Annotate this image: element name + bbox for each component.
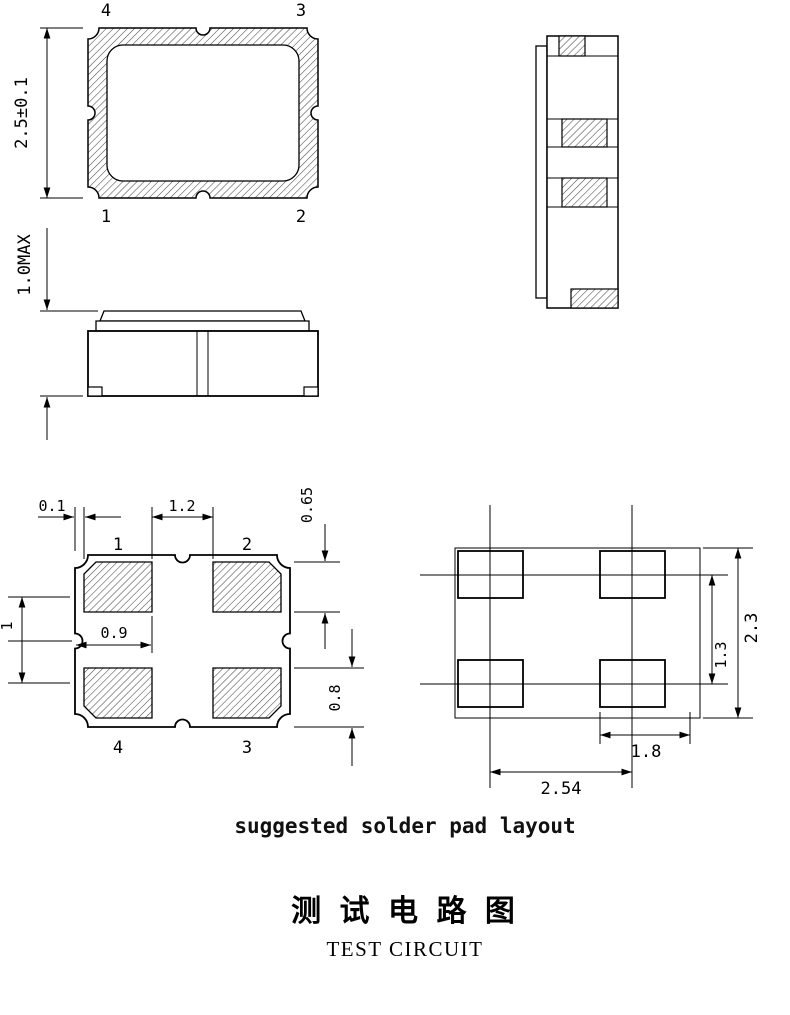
dimension-layout-col-pitch: 2.54 xyxy=(490,768,632,799)
layout-footprint-outline xyxy=(454,547,701,719)
bottom-view-pad-1 xyxy=(83,561,153,613)
dimension-bottom-pad: 0.8 xyxy=(294,629,364,766)
bottom-view-pad-label-br: 3 xyxy=(242,738,252,758)
side-view: 1.0MAX xyxy=(15,228,319,440)
bottom-view-pad-4 xyxy=(83,667,153,719)
dim-layout-row-pitch: 1.3 xyxy=(712,641,730,668)
dim-pad-gap: 1.2 xyxy=(168,497,195,515)
top-view-pad-label-tr: 3 xyxy=(296,1,306,21)
top-view-lid xyxy=(106,44,300,182)
bottom-view-pad-label-bl: 4 xyxy=(113,738,123,758)
end-view xyxy=(535,35,619,309)
bottom-view-pad-2 xyxy=(212,561,282,613)
dimension-pad-gap: 1.2 xyxy=(151,497,214,559)
dimension-pad-width: 0.9 xyxy=(76,616,153,653)
dim-package-height: 2.5±0.1 xyxy=(12,77,32,149)
end-view-bottom-castellation xyxy=(570,288,619,309)
dim-max-height: 1.0MAX xyxy=(15,234,35,296)
side-view-body xyxy=(87,330,319,397)
end-view-lid-strip xyxy=(535,45,548,299)
dim-pad-width: 0.9 xyxy=(100,624,127,642)
dim-layout-pad-width: 1.8 xyxy=(631,742,662,762)
dimension-center-offset: 1 xyxy=(0,596,72,684)
end-view-top-castellation xyxy=(558,35,586,57)
end-view-pad-upper xyxy=(561,118,608,148)
layout-centerlines xyxy=(420,505,728,788)
side-view-lid xyxy=(99,310,306,322)
top-view: 4 3 1 2 2.5±0.1 xyxy=(12,1,319,227)
side-view-pad-right xyxy=(303,386,319,397)
dim-bottom-pad: 0.8 xyxy=(326,684,344,711)
solder-pad-layout: 2.3 1.3 1.8 2.54 suggested solder pad la… xyxy=(234,505,762,838)
dim-layout-height: 2.3 xyxy=(742,613,762,644)
side-view-lid-flange xyxy=(95,320,310,332)
dimension-layout-height: 2.3 xyxy=(703,547,762,719)
dim-layout-col-pitch: 2.54 xyxy=(541,779,582,799)
end-view-body xyxy=(546,35,619,309)
bottom-view-pad-label-tl: 1 xyxy=(113,535,123,555)
dimension-pad-height: 0.65 xyxy=(294,487,340,649)
side-view-height-dimension: 1.0MAX xyxy=(15,228,98,440)
dim-pad-height: 0.65 xyxy=(298,487,316,523)
dimension-layout-row-pitch: 1.3 xyxy=(708,575,730,684)
bottom-view-pad-label-tr: 2 xyxy=(242,535,252,555)
section-titles: 测 试 电 路 图 TEST CIRCUIT xyxy=(291,894,519,961)
solder-pad-layout-caption: suggested solder pad layout xyxy=(234,814,575,838)
bottom-view: 1 2 4 3 0.1 1.2 0.65 xyxy=(0,487,364,766)
side-view-pad-left xyxy=(87,386,103,397)
top-view-pad-label-tl: 4 xyxy=(101,1,111,21)
dimension-edge-gap: 0.1 xyxy=(38,497,121,559)
test-circuit-title-en: TEST CIRCUIT xyxy=(326,937,483,961)
dimension-layout-pad-width: 1.8 xyxy=(599,712,691,762)
end-view-pad-lower xyxy=(561,177,608,208)
top-view-height-dimension: 2.5±0.1 xyxy=(12,27,83,199)
top-view-pad-label-bl: 1 xyxy=(101,207,111,227)
dim-edge-gap: 0.1 xyxy=(38,497,65,515)
dim-center-offset: 1 xyxy=(0,621,16,630)
bottom-view-pad-3 xyxy=(212,667,282,719)
top-view-pad-label-br: 2 xyxy=(296,207,306,227)
test-circuit-title-cn: 测 试 电 路 图 xyxy=(291,894,519,929)
